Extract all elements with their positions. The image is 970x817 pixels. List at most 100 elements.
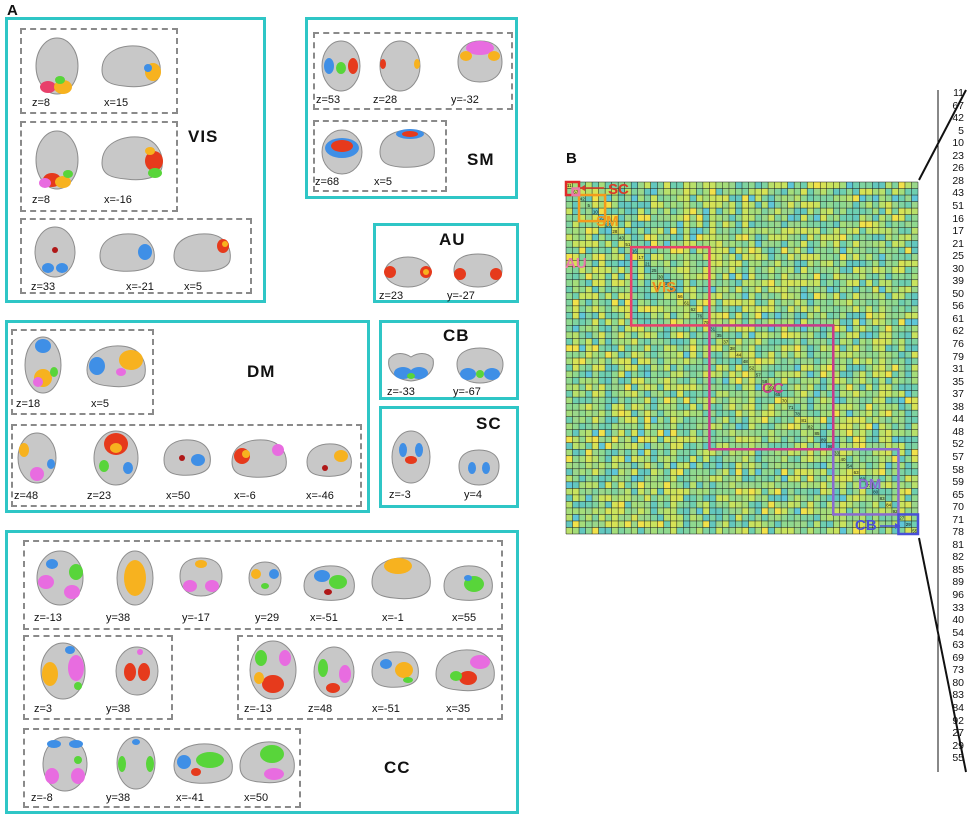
matrix-cell	[702, 403, 710, 411]
matrix-cell	[833, 292, 840, 300]
matrix-cell	[735, 188, 742, 196]
matrix-cell	[891, 436, 899, 443]
matrix-cell	[670, 481, 677, 489]
matrix-cell	[898, 442, 905, 450]
matrix-cell	[572, 279, 580, 287]
matrix-cell	[742, 462, 749, 469]
matrix-cell	[611, 390, 619, 398]
matrix-cell	[904, 221, 912, 228]
diagonal-index: 43	[619, 235, 625, 240]
matrix-cell	[911, 371, 918, 378]
slice-coordinate: x=55	[452, 612, 477, 624]
matrix-cell	[598, 351, 606, 358]
matrix-cell	[709, 475, 716, 482]
matrix-cell	[859, 455, 866, 463]
matrix-cell	[833, 514, 840, 521]
matrix-cell	[787, 292, 795, 300]
diagonal-index: 50	[671, 288, 677, 293]
matrix-cell	[735, 325, 742, 332]
matrix-cell	[748, 227, 756, 235]
matrix-cell	[657, 188, 664, 196]
matrix-cell	[735, 514, 742, 521]
matrix-cell	[761, 429, 769, 437]
matrix-cell	[761, 195, 769, 202]
matrix-cell	[735, 299, 742, 306]
matrix-cell	[742, 273, 749, 280]
matrix-cell	[585, 286, 593, 293]
matrix-cell	[787, 436, 795, 443]
matrix-cell	[657, 520, 664, 528]
matrix-cell	[670, 494, 677, 502]
matrix-cell	[631, 344, 638, 352]
matrix-cell	[722, 195, 729, 202]
matrix-cell	[781, 527, 788, 534]
matrix-cell	[846, 325, 853, 332]
matrix-cell	[800, 488, 808, 495]
diagonal-index: 28	[612, 229, 618, 234]
matrix-cell	[826, 227, 834, 235]
matrix-cell	[670, 377, 677, 385]
matrix-cell	[774, 488, 782, 495]
matrix-cell	[657, 390, 664, 398]
matrix-cell	[670, 273, 677, 280]
matrix-cell	[605, 325, 612, 332]
matrix-cell	[670, 188, 677, 196]
matrix-cell	[631, 442, 638, 450]
matrix-cell	[807, 273, 814, 280]
matrix-cell	[794, 188, 801, 196]
matrix-cell	[755, 494, 762, 502]
matrix-cell	[709, 234, 716, 241]
matrix-cell	[755, 325, 762, 332]
matrix-cell	[787, 384, 795, 391]
matrix-cell	[644, 494, 651, 502]
matrix-cell	[585, 429, 593, 437]
matrix-cell	[904, 266, 912, 274]
matrix-cell	[768, 384, 775, 391]
matrix-cell	[839, 481, 847, 489]
matrix-cell	[689, 312, 697, 319]
matrix-cell	[624, 429, 632, 437]
matrix-cell	[839, 214, 847, 222]
matrix-cell	[885, 449, 892, 456]
matrix-cell	[852, 481, 860, 489]
matrix-cell	[852, 527, 860, 534]
matrix-cell	[742, 292, 749, 300]
diagonal-index: 65	[775, 392, 781, 397]
matrix-cell	[598, 318, 606, 326]
sc-network-box	[379, 406, 519, 508]
matrix-cell	[833, 351, 840, 358]
matrix-cell	[676, 507, 684, 515]
matrix-cell	[702, 390, 710, 398]
matrix-cell	[598, 201, 606, 209]
matrix-cell	[878, 299, 886, 306]
matrix-cell	[885, 507, 892, 515]
matrix-cell	[859, 247, 866, 254]
matrix-cell	[709, 384, 716, 391]
matrix-cell	[898, 325, 905, 332]
matrix-cell	[839, 423, 847, 430]
matrix-cell	[807, 240, 814, 248]
matrix-cell	[865, 455, 873, 463]
matrix-cell	[813, 260, 821, 267]
matrix-cell	[605, 214, 612, 222]
matrix-cell	[722, 247, 729, 254]
matrix-cell	[885, 527, 892, 534]
matrix-cell	[768, 338, 775, 345]
matrix-cell	[781, 390, 788, 398]
matrix-cell	[787, 312, 795, 319]
matrix-cell	[663, 195, 671, 202]
matrix-cell	[611, 364, 619, 372]
matrix-cell	[826, 436, 834, 443]
matrix-cell	[898, 384, 905, 391]
matrix-cell	[891, 501, 899, 508]
matrix-cell	[807, 410, 814, 417]
matrix-cell	[787, 240, 795, 248]
matrix-cell	[566, 292, 573, 300]
matrix-cell	[839, 182, 847, 189]
matrix-cell	[891, 442, 899, 450]
matrix-cell	[676, 403, 684, 411]
matrix-cell	[787, 410, 795, 417]
matrix-cell	[605, 507, 612, 515]
matrix-cell	[631, 266, 638, 274]
matrix-cell	[585, 331, 593, 339]
